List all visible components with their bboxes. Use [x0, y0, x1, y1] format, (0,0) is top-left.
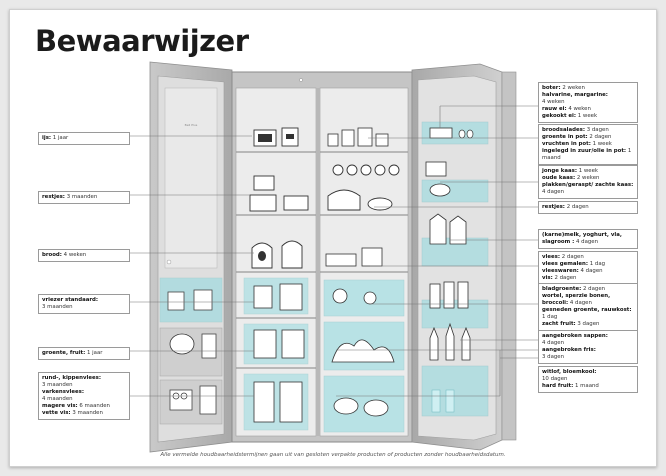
- label-name: groente in pot:: [542, 134, 588, 140]
- label-vlees-vis-fridge: vlees: 2 dagen vlees gemalen: 1 dag vlee…: [538, 251, 638, 285]
- label-value: 2 weken: [576, 175, 600, 181]
- label-value: 2 dagen: [589, 134, 612, 140]
- label-name: hard fruit:: [542, 383, 574, 389]
- label-value: 4 dagen: [542, 189, 565, 195]
- left-connectors: [130, 135, 254, 397]
- label-value: 2 dagen: [566, 204, 589, 210]
- label-zuivel: (karne)melk, yoghurt, vla, slagroom : 4 …: [538, 229, 638, 249]
- label-value: 3 maanden: [42, 382, 73, 388]
- label-value: 1 week: [592, 141, 612, 147]
- label-vriezer-standaard: vriezer standaard: 3 maanden: [38, 294, 130, 314]
- label-value: 1 week: [577, 113, 598, 119]
- label-name: (karne)melk, yoghurt, vla, slagroom :: [542, 232, 622, 245]
- poster: Bewaarwijzer Bell Plus: [9, 9, 657, 467]
- fridge-door: [411, 63, 517, 451]
- label-name: brood:: [42, 252, 62, 258]
- label-name: ingelegd in zuur/olie in pot:: [542, 148, 627, 154]
- label-name: restjes:: [42, 194, 65, 200]
- label-boter-ei: boter: 2 weken halvarine, margarine: 4 w…: [538, 82, 638, 123]
- label-name: zacht fruit:: [542, 321, 576, 327]
- label-value: 6 maanden: [79, 403, 110, 409]
- label-value: 3 maanden: [72, 410, 103, 416]
- fridge-illustration: Bell Plus: [130, 61, 538, 453]
- right-connectors: [336, 105, 538, 397]
- label-name: wortel, sperzie bonen, broccoli:: [542, 293, 611, 306]
- label-name: gesneden groente, rauwkost:: [542, 307, 632, 313]
- label-value: 1 jaar: [52, 135, 69, 141]
- label-name: restjes:: [542, 204, 565, 210]
- label-value: 3 maanden: [66, 194, 98, 200]
- label-value: 1 dag: [589, 261, 606, 267]
- label-name: groente, fruit:: [42, 350, 86, 356]
- label-ijs: ijs: 1 jaar: [38, 132, 130, 145]
- freezer-door: Bell Plus: [149, 61, 233, 453]
- label-name: rauw ei:: [542, 106, 567, 112]
- fridge-cabinet: [231, 71, 413, 443]
- label-name: bladgroente:: [542, 286, 582, 292]
- label-name: magere vis:: [42, 403, 78, 409]
- label-restjes-freezer: restjes: 3 maanden: [38, 191, 130, 204]
- label-name: vruchten in pot:: [542, 141, 591, 147]
- label-value: 4 dagen: [580, 268, 603, 274]
- label-name: gekookt ei:: [542, 113, 577, 119]
- label-value: 3 maanden: [42, 304, 73, 310]
- label-value: 2 weken: [562, 85, 585, 91]
- label-witlof-hard-fruit: witlof, bloemkool: 10 dagen hard fruit: …: [538, 366, 638, 393]
- label-brood: brood: 4 weken: [38, 249, 130, 262]
- label-name: broodsalades:: [542, 127, 585, 133]
- label-salades-pot: broodsalades: 3 dagen groente in pot: 2 …: [538, 124, 638, 165]
- label-value: 1 maand: [575, 383, 599, 389]
- label-value: 1 dag: [542, 314, 558, 320]
- label-groente-fruit-fridge: bladgroente: 2 dagen wortel, sperzie bon…: [538, 283, 638, 331]
- label-sappen-fris: aangebroken sappen: 4 dagen aangebroken …: [538, 330, 638, 364]
- label-name: oude kaas:: [542, 175, 576, 181]
- footnote: Alle vermelde houdbaarheidstermijnen gaa…: [160, 452, 506, 458]
- label-restjes-fridge: restjes: 2 dagen: [538, 201, 638, 214]
- label-name: vlees:: [542, 254, 561, 260]
- label-groente-fruit: groente, fruit: 1 jaar: [38, 347, 130, 360]
- label-value: 1 maand: [542, 148, 632, 161]
- label-value: 1 jaar: [87, 350, 103, 356]
- label-name: ijs:: [42, 135, 52, 141]
- label-value: 2 dagen: [554, 275, 577, 281]
- label-name: varkensvlees:: [42, 389, 84, 395]
- label-name: vriezer standaard:: [42, 297, 99, 303]
- label-kaas: jonge kaas: 1 week oude kaas: 2 weken pl…: [538, 165, 638, 199]
- label-value: 3 dagen: [586, 127, 609, 133]
- label-value: 1 week: [578, 168, 599, 174]
- label-name: witlof, bloemkool:: [542, 369, 597, 375]
- label-value: 2 dagen: [583, 286, 606, 292]
- page-title: Bewaarwijzer: [35, 24, 249, 58]
- label-value: 2 dagen: [561, 254, 584, 260]
- label-value: 4 weken: [542, 99, 565, 105]
- label-name: jonge kaas:: [542, 168, 578, 174]
- label-value: 4 maanden: [42, 396, 73, 402]
- label-value: 4 dagen: [569, 300, 592, 306]
- label-name: halvarine, margarine:: [542, 92, 608, 98]
- label-value: 4 dagen: [576, 239, 599, 245]
- label-value: 3 dagen: [577, 321, 600, 327]
- label-value: 4 weken: [568, 106, 591, 112]
- door-brand-text: Bell Plus: [185, 123, 198, 127]
- label-name: plakken/geraspt/ zachte kaas:: [542, 182, 634, 188]
- label-name: boter:: [542, 85, 561, 91]
- label-value: 10 dagen: [542, 376, 568, 382]
- label-name: aangebroken fris:: [542, 347, 596, 353]
- label-name: vette vis:: [42, 410, 71, 416]
- label-name: aangebroken sappen:: [542, 333, 608, 339]
- label-vlees-vis-freezer: rund-, kippenvlees: 3 maanden varkensvle…: [38, 372, 130, 420]
- label-name: rund-, kippenvlees:: [42, 375, 102, 381]
- label-value: 4 weken: [63, 252, 87, 258]
- label-name: vlees gemalen:: [542, 261, 589, 267]
- label-value: 3 dagen: [542, 354, 565, 360]
- label-name: vleeswaren:: [542, 268, 579, 274]
- label-name: vis:: [542, 275, 553, 281]
- label-value: 4 dagen: [542, 340, 565, 346]
